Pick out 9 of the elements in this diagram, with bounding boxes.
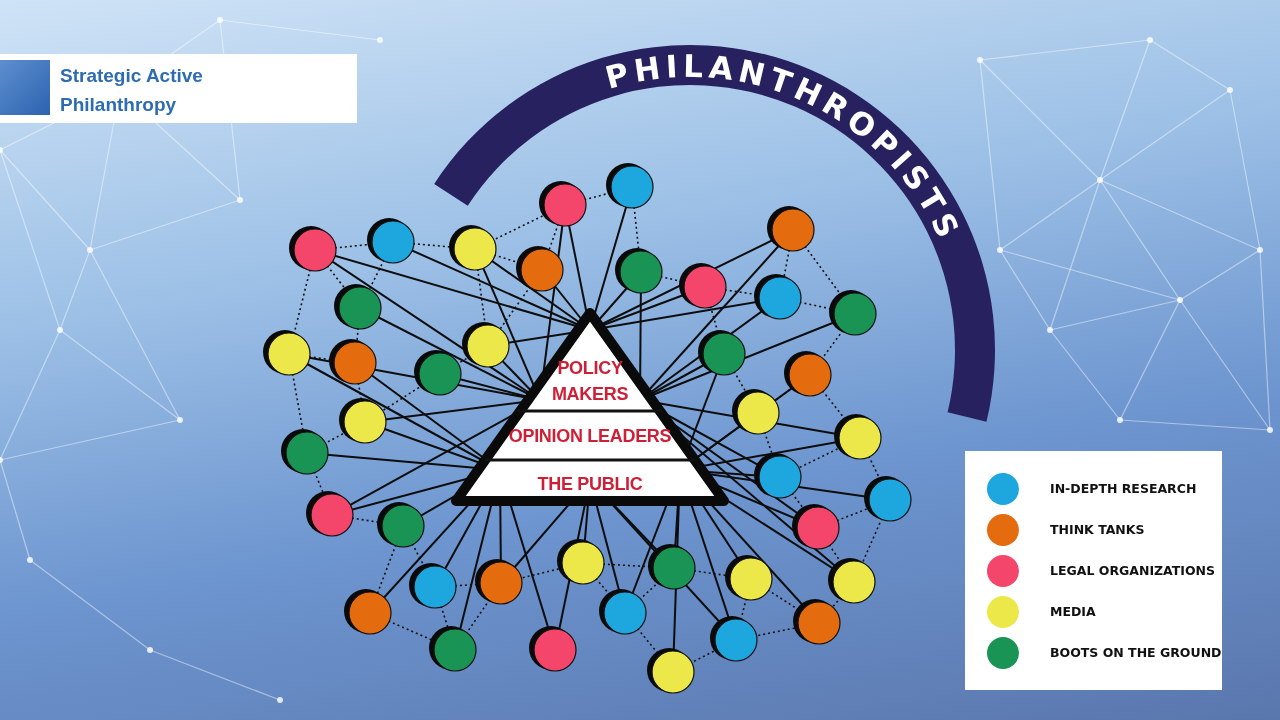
tier-label: OPINION LEADERS xyxy=(507,425,673,448)
tier-label: POLICY MAKERS xyxy=(550,357,630,406)
tier-label: THE PUBLIC xyxy=(536,473,644,496)
legend-label: IN-DEPTH RESEARCH xyxy=(1050,481,1197,497)
legend-label: LEGAL ORGANIZATIONS xyxy=(1050,563,1216,579)
legend-label: BOOTS ON THE GROUND xyxy=(1050,645,1222,661)
title: Strategic Active Philanthropy xyxy=(60,64,204,117)
legend-label: THINK TANKS xyxy=(1050,522,1145,538)
legend-label: MEDIA xyxy=(1050,604,1096,620)
